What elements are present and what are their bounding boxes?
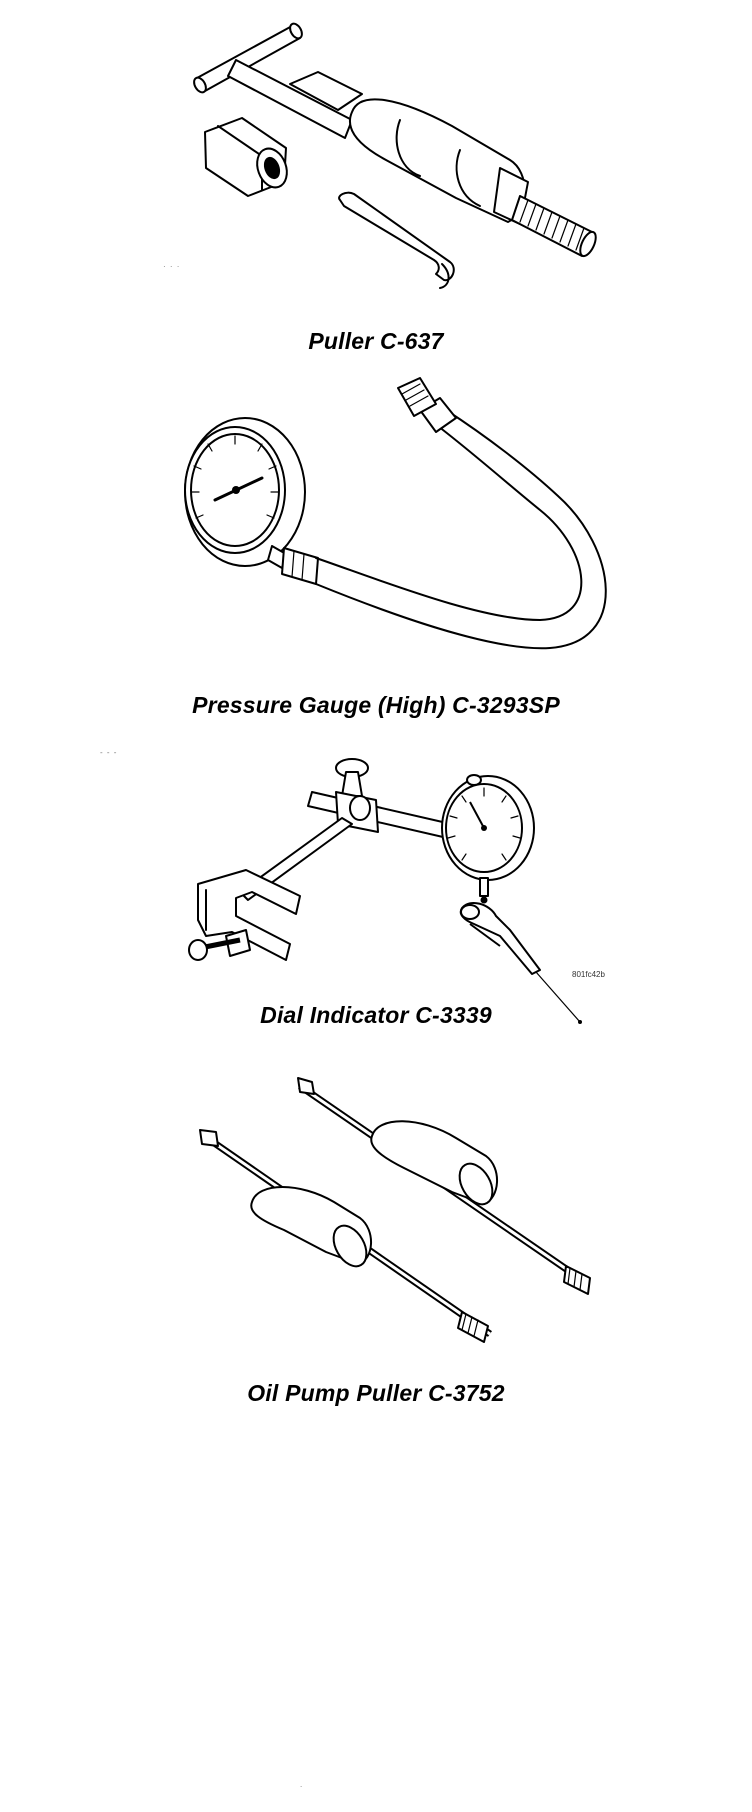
figure-caption: Dial Indicator C-3339: [260, 1002, 492, 1028]
figure-caption: Puller C-637: [308, 328, 444, 354]
figure-puller: · · · Puller C-637: [0, 0, 752, 354]
oil-pump-puller-illustration-icon: [199, 1077, 591, 1343]
figure-caption: Oil Pump Puller C-3752: [247, 1380, 505, 1406]
figure-dial-indicator: - - -: [0, 740, 752, 1040]
puller-illustration-icon: [193, 22, 597, 289]
dial-indicator-illustration-icon: [188, 758, 582, 1024]
figure-caption: Pressure Gauge (High) C-3293SP: [192, 692, 560, 718]
pressure-gauge-illustration-icon: [184, 377, 607, 650]
figure-code: 801fc42b: [572, 970, 605, 979]
figure-pressure-gauge: Pressure Gauge (High) C-3293SP: [0, 370, 752, 730]
scan-speck: · · ·: [163, 262, 181, 271]
scan-speck: - - -: [100, 748, 118, 757]
scan-speck: .: [300, 1780, 304, 1789]
scan-speck: .: [430, 1010, 434, 1019]
figure-oil-pump-puller: Oil Pump Puller C-3752: [0, 1077, 752, 1410]
